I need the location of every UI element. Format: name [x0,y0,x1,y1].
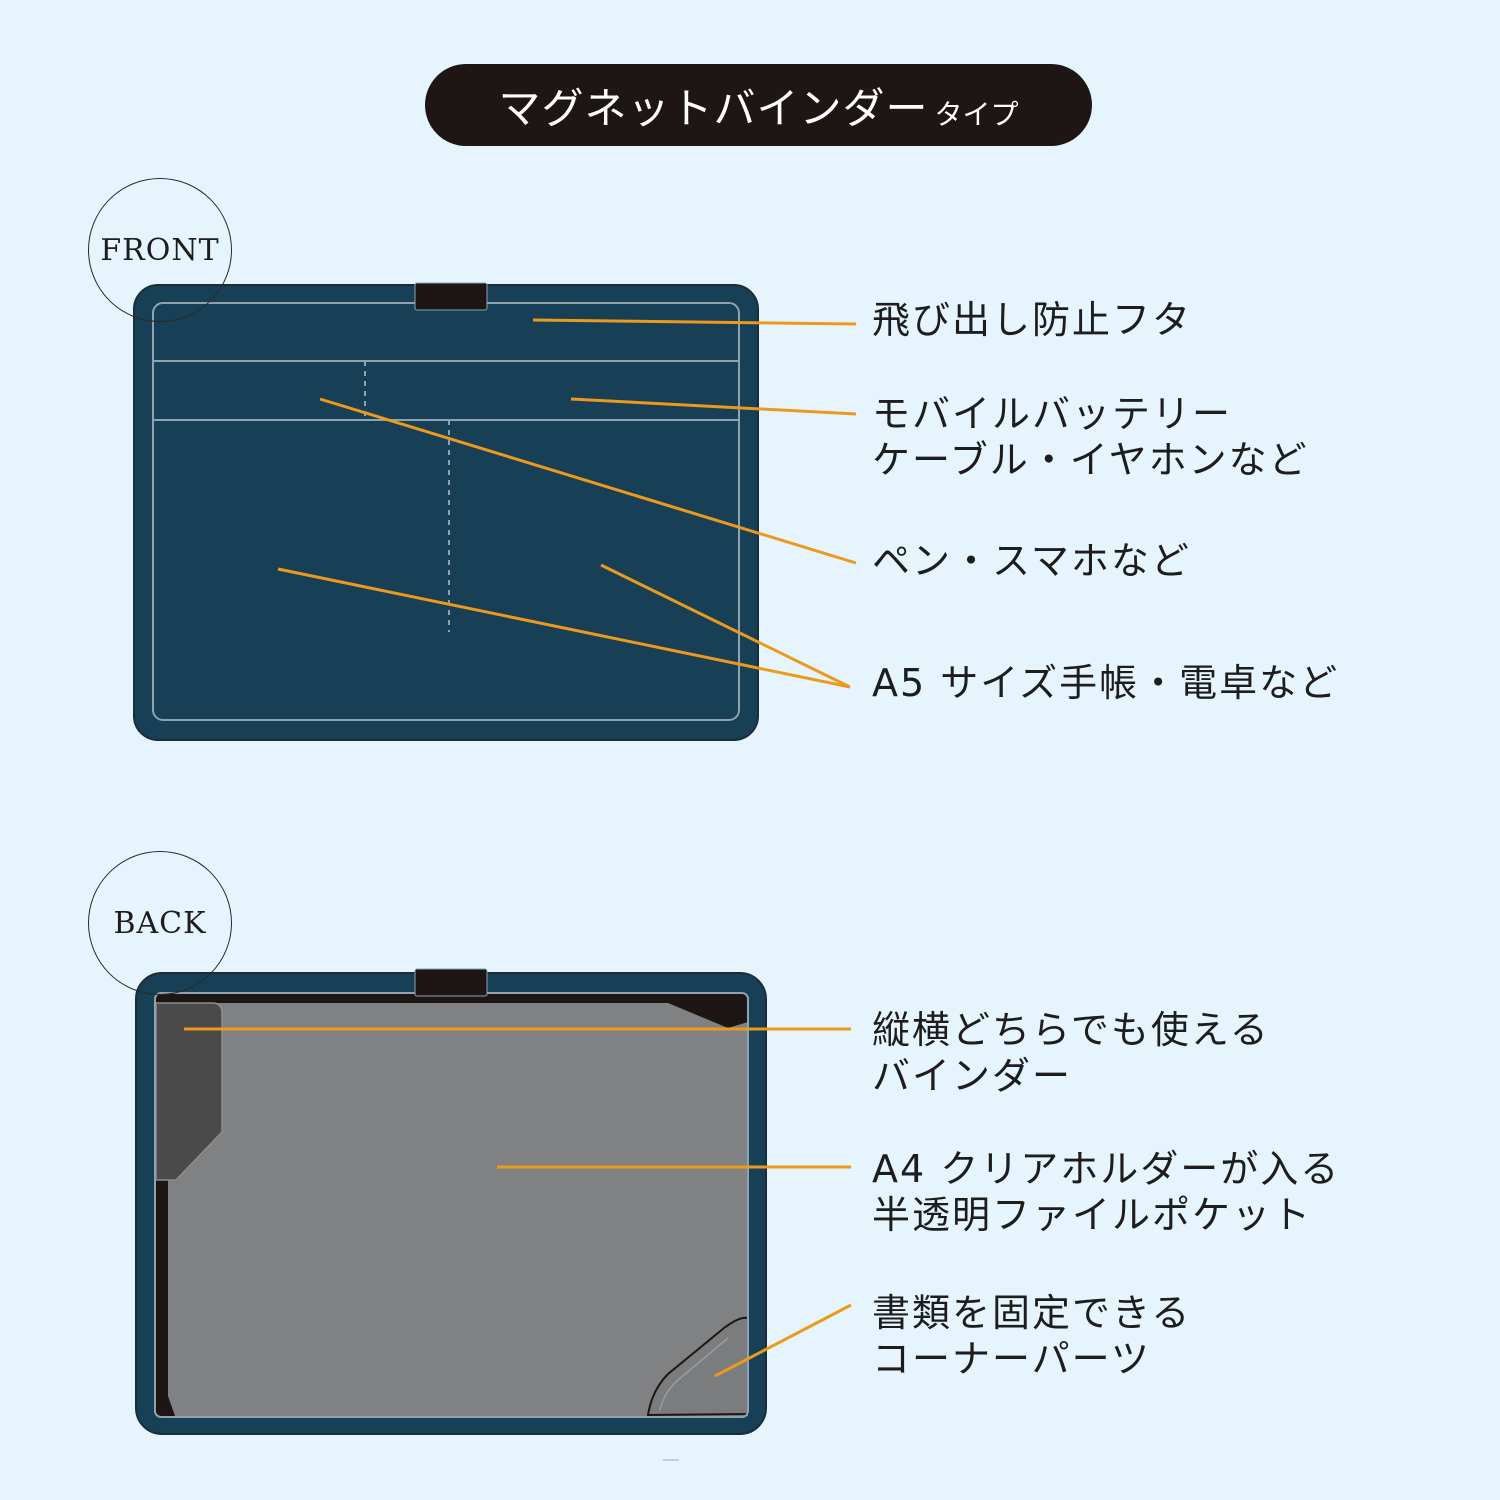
back-case [135,968,767,1435]
callout-line: ペン・スマホなど [872,539,1191,583]
corner-part-top-left [155,1002,223,1181]
callout-corner: 書類を固定できる コーナーパーツ [872,1290,1191,1382]
callout-pocket: A4 クリアホルダーが入る 半透明ファイルポケット [872,1146,1340,1238]
callout-line: 書類を固定できる [872,1291,1192,1335]
title-banner: マグネットバインダータイプ [425,64,1092,146]
leader-battery [570,397,857,416]
front-leader-lines [277,318,857,689]
leader-corner [714,1303,852,1378]
callout-line: A4 クリアホルダーが入る [872,1147,1341,1191]
back-label-circle: BACK [88,851,232,995]
back-leader-lines [184,1027,852,1378]
callout-pen: ペン・スマホなど [872,538,1191,584]
back-label: BACK [113,905,207,941]
leader-pen [319,397,857,565]
callout-line: 半透明ファイルポケット [872,1193,1313,1237]
callout-line: コーナーパーツ [872,1337,1151,1381]
leader-a5-left [277,567,851,689]
callout-line: A5 サイズ手帳・電卓など [872,661,1340,705]
title-suffix: タイプ [934,98,1019,131]
front-case [133,282,759,741]
callout-battery: モバイルバッテリー ケーブル・イヤホンなど [872,391,1309,483]
front-label: FRONT [100,232,220,268]
back-magnet-clasp [414,968,488,997]
clear-file-pocket [168,1003,748,1416]
callout-line: ケーブル・イヤホンなど [872,438,1309,482]
front-label-circle: FRONT [88,178,232,322]
callout-line: バインダー [872,1054,1073,1098]
front-magnet-clasp [414,282,488,311]
callout-line: 縦横どちらでも使える [872,1008,1270,1052]
title-main: マグネットバインダー [498,83,929,133]
callout-binder: 縦横どちらでも使える バインダー [872,1007,1270,1099]
leader-flap [532,318,857,326]
callout-line: 飛び出し防止フタ [872,298,1193,342]
callout-flap: 飛び出し防止フタ [872,297,1192,343]
callout-line: モバイルバッテリー [872,392,1233,436]
leader-a5-right [600,563,851,689]
callout-a5: A5 サイズ手帳・電卓など [872,660,1339,706]
